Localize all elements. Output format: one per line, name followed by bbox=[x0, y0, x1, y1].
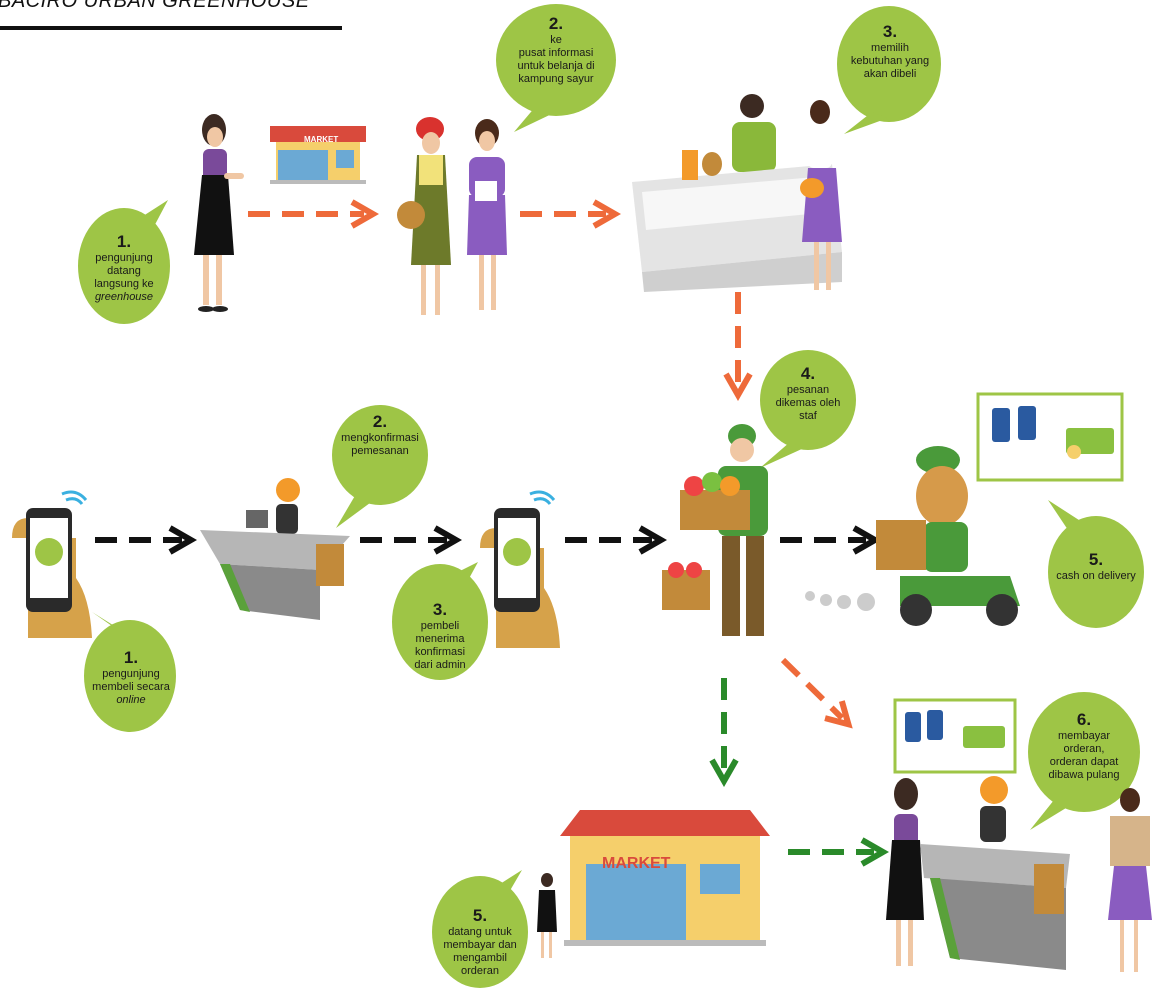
step5-pickup-line3: mengambil bbox=[453, 952, 507, 964]
speech-bubbles bbox=[78, 4, 1144, 988]
step5-delivery-line1: cash on delivery bbox=[1056, 570, 1136, 582]
online-step2-line2: pemesanan bbox=[351, 445, 409, 457]
step5-pickup-number: 5. bbox=[472, 906, 488, 925]
online-step3-line4: dari admin bbox=[414, 659, 466, 671]
smartphone-hand-icon-2 bbox=[480, 490, 560, 648]
step6-bubble: 6. membayar orderan, orderan dapat dibaw… bbox=[1030, 710, 1138, 782]
big-market-store-icon bbox=[560, 810, 770, 946]
payment-cash-panel-2 bbox=[893, 698, 1017, 774]
online-step1-number: 1. bbox=[123, 648, 139, 667]
offline-step2-line4: kampung sayur bbox=[518, 73, 594, 85]
step5-delivery-bubble: 5. cash on delivery bbox=[1048, 550, 1144, 583]
step6-line1: membayar bbox=[1058, 730, 1110, 742]
offline-step1-number: 1. bbox=[116, 232, 132, 251]
visitor-woman-figure bbox=[194, 114, 244, 312]
big-market-sign: MARKET bbox=[602, 855, 671, 872]
offline-step3-line2: kebutuhan yang bbox=[850, 55, 930, 67]
offline-step2-line1: ke bbox=[550, 34, 562, 46]
arrow-to-pickup-counter bbox=[780, 657, 853, 729]
offline-step2-bubble: 2. ke pusat informasi untuk belanja di k… bbox=[500, 14, 612, 86]
offline-step1-line1: pengunjung bbox=[95, 252, 153, 264]
step5-pickup-line4: orderan bbox=[461, 965, 499, 977]
diagram-title: BACIRO URBAN GREENHOUSE bbox=[0, 0, 310, 12]
small-market-store-icon bbox=[270, 126, 366, 184]
step6-number: 6. bbox=[1076, 710, 1092, 729]
step6-line3: orderan dapat bbox=[1049, 756, 1119, 768]
vendor-counter-figure bbox=[632, 94, 842, 292]
pickup-woman-figure bbox=[537, 873, 557, 958]
offline-step3-bubble: 3. memilih kebutuhan yang akan dibeli bbox=[838, 22, 942, 81]
arrows bbox=[95, 199, 890, 867]
step6-line4: dibawa pulang bbox=[1048, 769, 1120, 781]
checkout-counter-figure bbox=[200, 478, 350, 620]
step4-line2: dikemas oleh bbox=[775, 397, 841, 409]
online-step2-bubble: 2. mengkonfirmasi pemesanan bbox=[330, 412, 430, 458]
online-step3-line1: pembeli bbox=[420, 620, 460, 632]
offline-step3-line1: memilih bbox=[871, 42, 909, 54]
online-step3-number: 3. bbox=[432, 600, 448, 619]
online-step2-number: 2. bbox=[372, 412, 388, 431]
step6-line2: orderan, bbox=[1063, 743, 1105, 755]
step4-line3: staf bbox=[799, 410, 817, 422]
shopper-women-figures bbox=[397, 117, 507, 315]
small-market-sign: MARKET bbox=[304, 135, 338, 144]
offline-step1-line4: greenhouse bbox=[94, 291, 154, 303]
staff-packer-figure bbox=[662, 424, 768, 636]
offline-step3-number: 3. bbox=[882, 22, 898, 41]
smartphone-hand-icon-1 bbox=[12, 490, 92, 638]
offline-step1-line2: datang bbox=[107, 265, 141, 277]
payment-cash-panel-1 bbox=[976, 392, 1124, 482]
online-step2-line1: mengkonfirmasi bbox=[341, 432, 419, 444]
offline-step2-number: 2. bbox=[548, 14, 564, 33]
online-step1-line2: membeli secara bbox=[92, 681, 170, 693]
step5-pickup-line1: datang untuk bbox=[448, 926, 512, 938]
offline-step2-line3: untuk belanja di bbox=[517, 60, 595, 72]
online-step3-line2: menerima bbox=[415, 633, 465, 645]
step4-number: 4. bbox=[800, 364, 816, 383]
offline-step1-bubble: 1. pengunjung datang langsung ke greenho… bbox=[80, 232, 168, 304]
delivery-scooter-icon bbox=[805, 446, 1020, 626]
step5-pickup-bubble: 5. datang untuk membayar dan mengambil o… bbox=[432, 906, 528, 978]
online-step1-bubble: 1. pengunjung membeli secara online bbox=[84, 648, 178, 707]
online-step1-line3: online bbox=[116, 694, 146, 706]
step4-bubble: 4. pesanan dikemas oleh staf bbox=[760, 364, 856, 423]
online-step3-bubble: 3. pembeli menerima konfirmasi dari admi… bbox=[394, 600, 486, 672]
online-step3-line3: konfirmasi bbox=[414, 646, 466, 658]
step5-pickup-line2: membayar dan bbox=[443, 939, 517, 951]
step5-delivery-number: 5. bbox=[1088, 550, 1104, 569]
title-underline bbox=[0, 26, 342, 30]
offline-step1-line3: langsung ke bbox=[94, 278, 154, 290]
offline-step3-line3: akan dibeli bbox=[863, 68, 917, 80]
offline-step2-line2: pusat informasi bbox=[518, 47, 594, 59]
final-checkout-figure bbox=[886, 776, 1152, 972]
step4-line1: pesanan bbox=[786, 384, 830, 396]
online-step1-line1: pengunjung bbox=[102, 668, 160, 680]
